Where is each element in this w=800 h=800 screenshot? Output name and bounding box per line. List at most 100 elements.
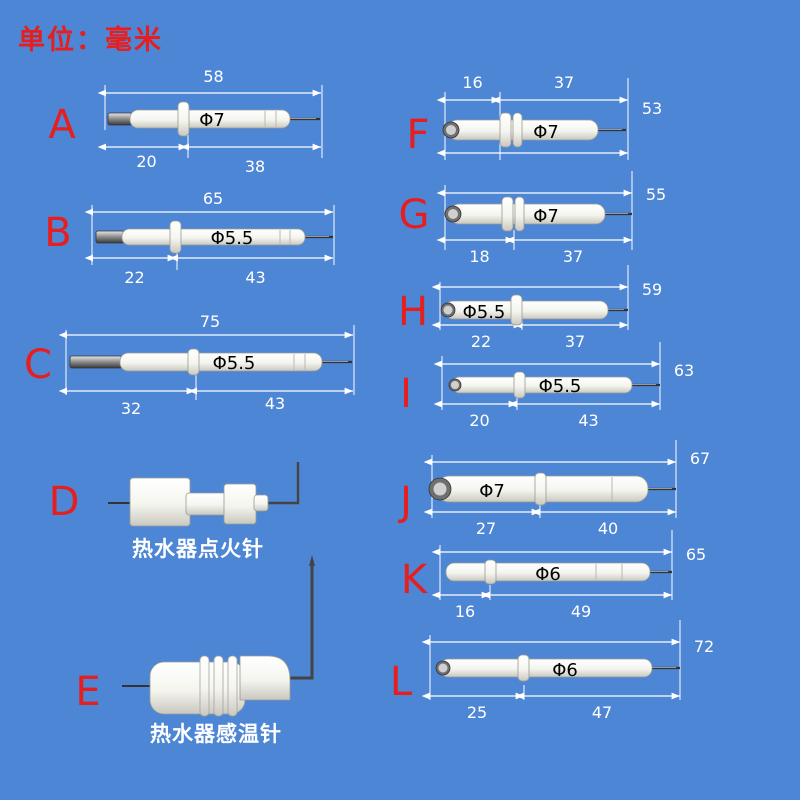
end-cap-shine	[443, 305, 453, 315]
ceramic-flange	[177, 101, 190, 137]
ceramic-flange	[513, 371, 526, 399]
part-d: D	[49, 462, 300, 527]
dim-f-right-label: 37	[554, 73, 574, 92]
dim-j-total-label: 67	[690, 449, 710, 468]
diameter-label: Φ7	[533, 122, 559, 143]
metal-terminal	[95, 230, 125, 244]
end-cap-shine	[438, 663, 448, 673]
dim-c-total-label: 75	[200, 312, 220, 331]
ceramic-flange	[169, 220, 182, 254]
dim-b-total-label: 65	[203, 189, 223, 208]
ceramic-body	[121, 228, 306, 246]
ceramic-neck	[185, 492, 229, 516]
dim-h-total-label: 59	[642, 280, 662, 299]
ceramic-flange	[484, 559, 497, 585]
part-letter-h: H	[398, 289, 428, 335]
dim-i-right-label: 43	[578, 411, 598, 430]
diameter-label: Φ7	[533, 206, 559, 227]
part-letter-j: J	[397, 479, 412, 525]
dim-g-total-label: 55	[646, 185, 666, 204]
diameter-label: Φ7	[479, 481, 505, 502]
ceramic-block	[129, 477, 191, 527]
dim-k-right-label: 49	[571, 602, 591, 621]
dim-b-left-label: 22	[124, 268, 144, 287]
ceramic-rib-0	[199, 655, 210, 717]
dim-i-total-label: 63	[674, 361, 694, 380]
dim-k-left-label: 16	[455, 602, 475, 621]
ceramic-rib-1	[213, 655, 224, 717]
ceramic-body	[447, 119, 599, 141]
diameter-label: Φ5.5	[463, 302, 506, 323]
ceramic-body	[445, 562, 651, 582]
ceramic-flange	[517, 654, 530, 682]
dim-j-left-label: 27	[476, 519, 496, 538]
dim-g-left-label: 18	[469, 247, 489, 266]
part-e: E	[75, 555, 315, 717]
dim-j-right-label: 40	[598, 519, 618, 538]
caption-ignition-pin: 热水器点火针	[132, 537, 264, 561]
diameter-label: Φ7	[199, 110, 225, 131]
ceramic-tip	[253, 494, 269, 512]
ceramic-flange	[499, 112, 512, 148]
part-letter-g: G	[399, 192, 430, 238]
metal-terminal	[69, 355, 123, 369]
caption-sensor-pin: 热水器感温针	[150, 722, 282, 746]
bent-wire	[285, 560, 314, 680]
ceramic-flange-2	[512, 112, 523, 148]
part-letter-a: A	[48, 102, 76, 148]
ceramic-body	[439, 658, 653, 678]
dim-k-total-label: 65	[686, 545, 706, 564]
dim-l-right-label: 47	[592, 703, 612, 722]
ceramic-rib-2	[227, 655, 238, 717]
ceramic-flange	[501, 196, 514, 232]
wire-point	[309, 555, 315, 566]
part-letter-i: I	[400, 371, 412, 417]
part-letter-l: L	[390, 659, 413, 705]
dim-g-right-label: 37	[563, 247, 583, 266]
dim-b-right-label: 43	[245, 268, 265, 287]
end-cap-shine	[433, 482, 447, 496]
bent-wire	[265, 462, 300, 505]
dim-c-left-label: 32	[121, 399, 141, 418]
dim-a-right-label: 38	[245, 157, 265, 176]
part-letter-f: F	[406, 112, 429, 158]
ceramic-head	[239, 655, 291, 701]
ceramic-flange	[510, 294, 523, 326]
dim-h-right-label: 37	[565, 332, 585, 351]
metal-terminal	[107, 112, 133, 126]
end-cap-shine	[448, 209, 458, 219]
ceramic-flange	[187, 348, 200, 376]
diameter-label: Φ6	[552, 660, 578, 681]
part-letter-d: D	[49, 479, 80, 525]
diameter-label: Φ5.5	[213, 353, 256, 374]
dim-f-total-label: 53	[642, 99, 662, 118]
ceramic-flange	[534, 472, 547, 506]
dim-i-left-label: 20	[469, 411, 489, 430]
dim-a-total-label: 58	[203, 67, 223, 86]
ceramic-body	[119, 352, 323, 372]
ceramic-body	[449, 203, 606, 225]
part-letter-k: K	[401, 557, 429, 603]
part-letter-b: B	[44, 210, 71, 256]
diameter-label: Φ6	[535, 564, 561, 585]
dim-f-left-label: 16	[462, 73, 482, 92]
diameter-label: Φ5.5	[211, 228, 254, 249]
dim-a-left-label: 20	[136, 152, 156, 171]
ceramic-flange-2	[514, 196, 525, 232]
dim-l-left-label: 25	[467, 703, 487, 722]
dim-c-right-label: 43	[265, 394, 285, 413]
unit-label: 单位：毫米	[18, 25, 163, 56]
part-letter-c: C	[24, 342, 52, 388]
diameter-label: Φ5.5	[539, 376, 582, 397]
